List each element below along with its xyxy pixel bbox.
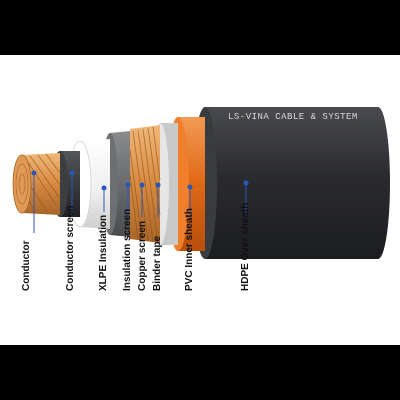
conductor [12,153,61,215]
label-xlpe-insulation: XLPE Insulation [98,214,109,291]
label-hdpe-over-sheath: HDPE Over sheath [240,202,251,291]
label-pvc-inner-sheath: PVC Inner sheath [184,208,195,291]
cable-cross-section [12,107,390,259]
label-binder-tape: Binder tape [152,235,163,291]
label-insulation-screen: Insulation screen [122,208,133,291]
brand-text: LS-VINA CABLE & SYSTEM [228,112,358,122]
leader-lines [31,170,249,233]
label-conductor: Conductor [21,240,32,291]
cable-diagram: LS-VINA CABLE & SYSTEM Conductor Conduct… [0,55,400,345]
hdpe-over-sheath [193,107,390,259]
label-conductor-screen: Conductor screen [65,205,76,291]
label-copper-screen: Copper screen [137,220,148,291]
